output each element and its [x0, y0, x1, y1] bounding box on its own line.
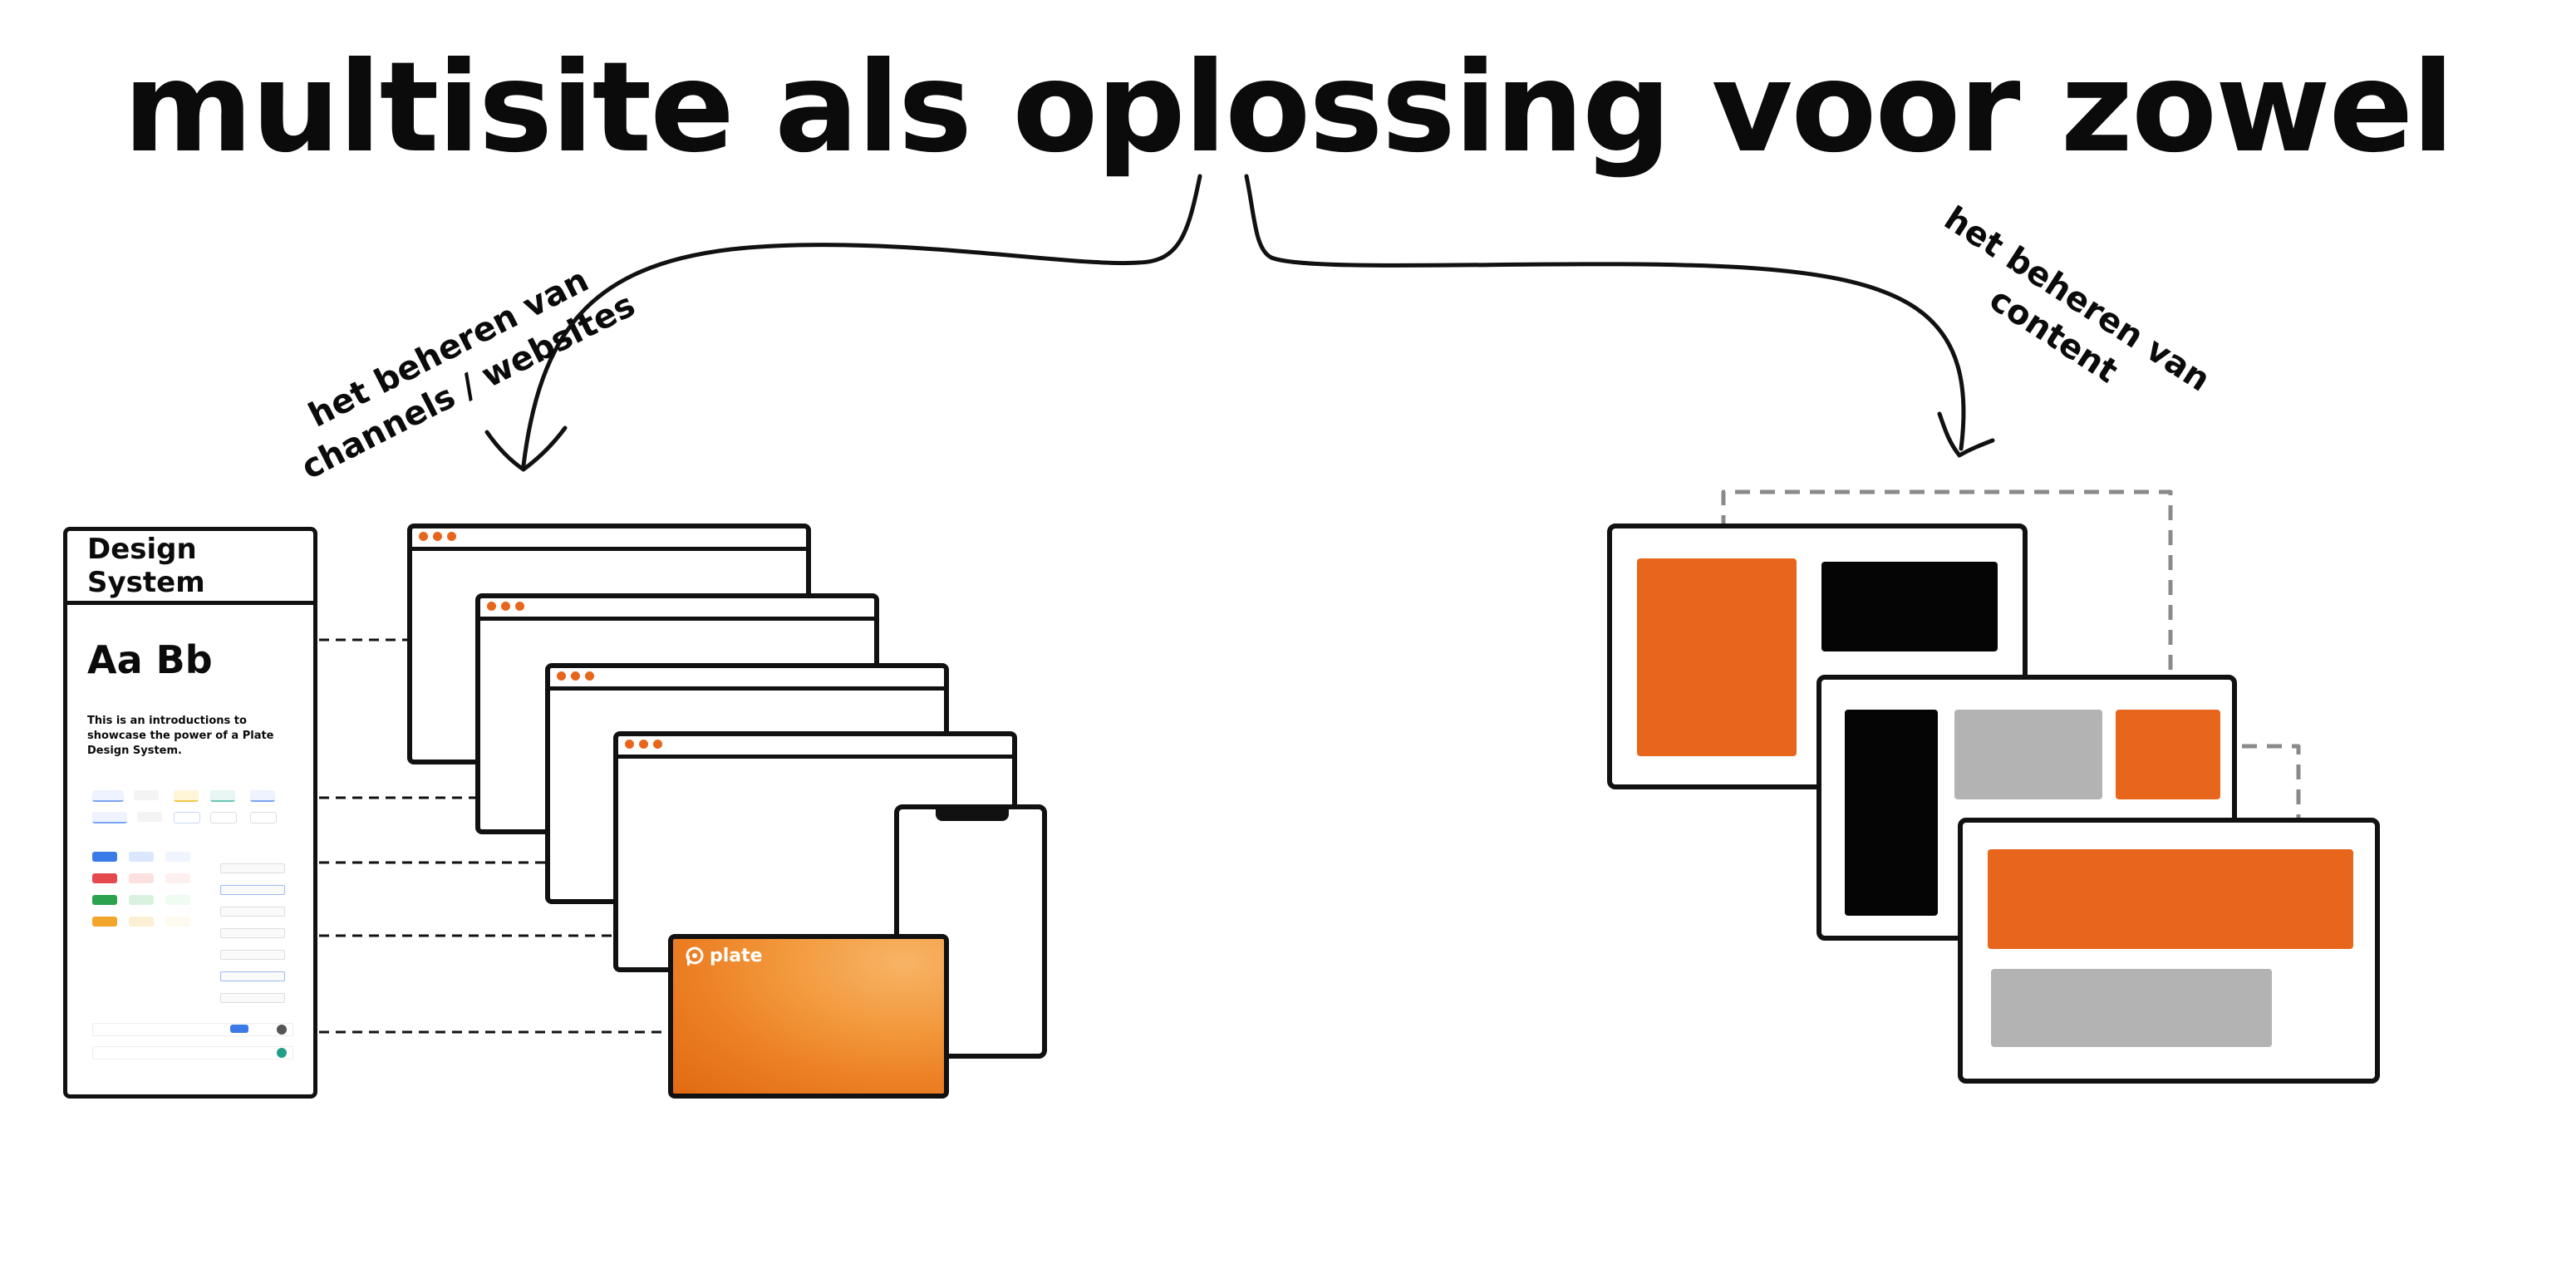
content-window-3 [1958, 818, 2380, 1084]
left-arrow-head [484, 425, 568, 472]
right-arrow-curve [1244, 174, 1966, 451]
plate-logo: plate [685, 946, 763, 966]
plate-logo-text: plate [710, 946, 763, 966]
window-controls [557, 671, 594, 681]
design-system-intro: This is an introductions to showcase the… [87, 715, 274, 757]
window-controls [487, 602, 524, 611]
right-arrow-head [1937, 411, 1995, 458]
window-titlebar [412, 547, 806, 551]
phone-notch [936, 808, 1009, 821]
design-system-heading: Design System [67, 531, 313, 605]
plate-brand-card: plate [668, 934, 949, 1099]
window-controls [625, 740, 662, 749]
content-block-orange [1637, 558, 1797, 756]
window-controls [419, 532, 456, 541]
content-block-black [1821, 562, 1998, 651]
content-block-gray [1991, 969, 2272, 1047]
window-titlebar [550, 686, 944, 691]
content-block-black [1845, 710, 1938, 916]
window-titlebar [618, 755, 1012, 759]
plate-logo-icon [686, 946, 704, 966]
left-arrow-curve [521, 174, 1202, 468]
content-connector-2 [2217, 744, 2301, 846]
content-block-orange [1988, 849, 2353, 949]
typography-sample: Aa Bb [87, 637, 213, 682]
design-system-panel: Design System Aa Bb This is an introduct… [63, 527, 317, 1099]
content-block-gray [1954, 710, 2102, 799]
content-block-orange [2116, 710, 2220, 799]
window-titlebar [480, 617, 874, 621]
page-title: multisite als oplossing voor zowel [123, 36, 2455, 180]
